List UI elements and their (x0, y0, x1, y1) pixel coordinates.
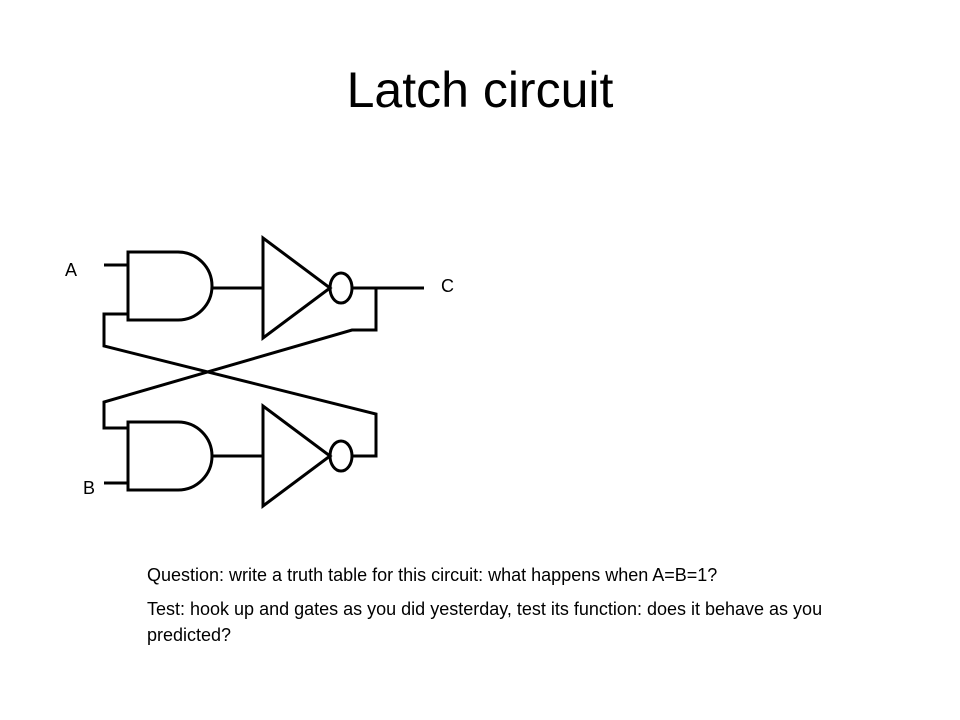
bottom-not-bubble (328, 439, 354, 473)
top-not-gate (261, 235, 333, 341)
label-input-b: B (83, 478, 95, 498)
wire-bottom-feedback (102, 312, 378, 458)
label-input-a: A (65, 260, 77, 280)
bottom-and-gate (126, 420, 214, 492)
wire-top-feedback (102, 288, 378, 430)
slide-title: Latch circuit (346, 62, 614, 118)
slide-body-text: Question: write a truth table for this c… (147, 562, 837, 656)
top-and-gate (126, 250, 214, 322)
top-not-bubble (328, 271, 354, 305)
label-output-c: C (441, 276, 454, 296)
test-text: Test: hook up and gates as you did yeste… (147, 599, 823, 645)
bottom-not-gate (261, 403, 333, 509)
question-text: Question: write a truth table for this c… (147, 565, 718, 585)
